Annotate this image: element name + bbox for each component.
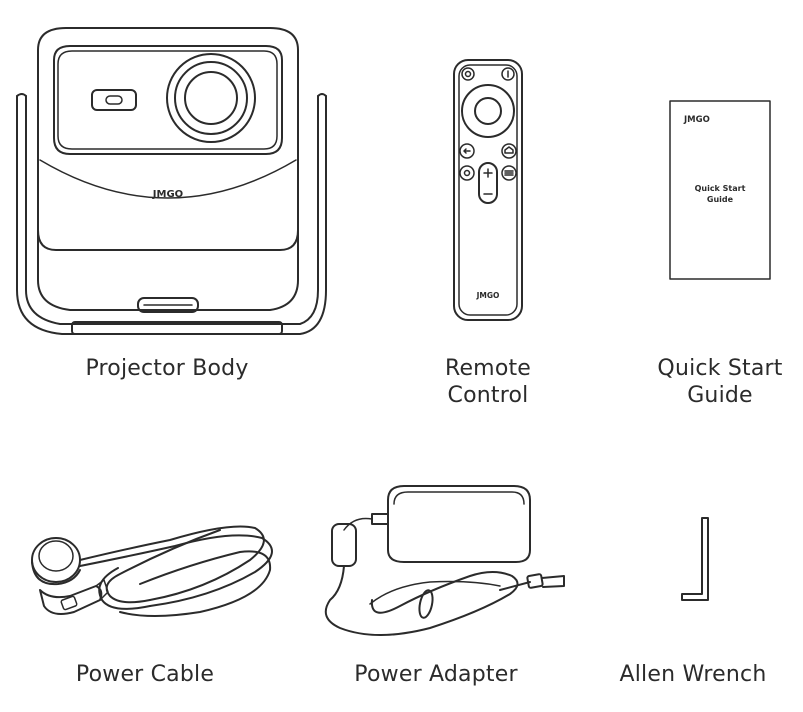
quick-start-guide-label: Quick Start Guide bbox=[640, 355, 800, 409]
allen-wrench-label-line: Allen Wrench bbox=[619, 662, 767, 687]
remote-control-label-line-1: Remote bbox=[444, 356, 532, 381]
guide-cover-title-line-2: Guide bbox=[707, 195, 734, 204]
remote-control-label-line-2: Control bbox=[447, 383, 529, 408]
guide-cover-title-line-1: Quick Start bbox=[695, 184, 746, 193]
power-adapter-label-line: Power Adapter bbox=[354, 662, 518, 687]
projector-body-label-line: Projector Body bbox=[85, 356, 249, 381]
remote-control-label: Remote Control bbox=[408, 355, 568, 409]
projector-body-label: Projector Body bbox=[60, 355, 274, 382]
power-cable-label: Power Cable bbox=[40, 661, 250, 688]
remote-brand-logo: JMGO bbox=[476, 291, 500, 300]
quick-start-guide-label-line-1: Quick Start bbox=[657, 356, 783, 381]
allen-wrench-label: Allen Wrench bbox=[604, 661, 782, 688]
power-adapter-label: Power Adapter bbox=[334, 661, 538, 688]
quick-start-guide-label-line-2: Guide bbox=[687, 383, 753, 408]
projector-brand-logo: JMGO bbox=[152, 189, 183, 200]
power-cable-label-line: Power Cable bbox=[75, 662, 215, 687]
guide-brand-logo: JMGO bbox=[683, 115, 710, 125]
